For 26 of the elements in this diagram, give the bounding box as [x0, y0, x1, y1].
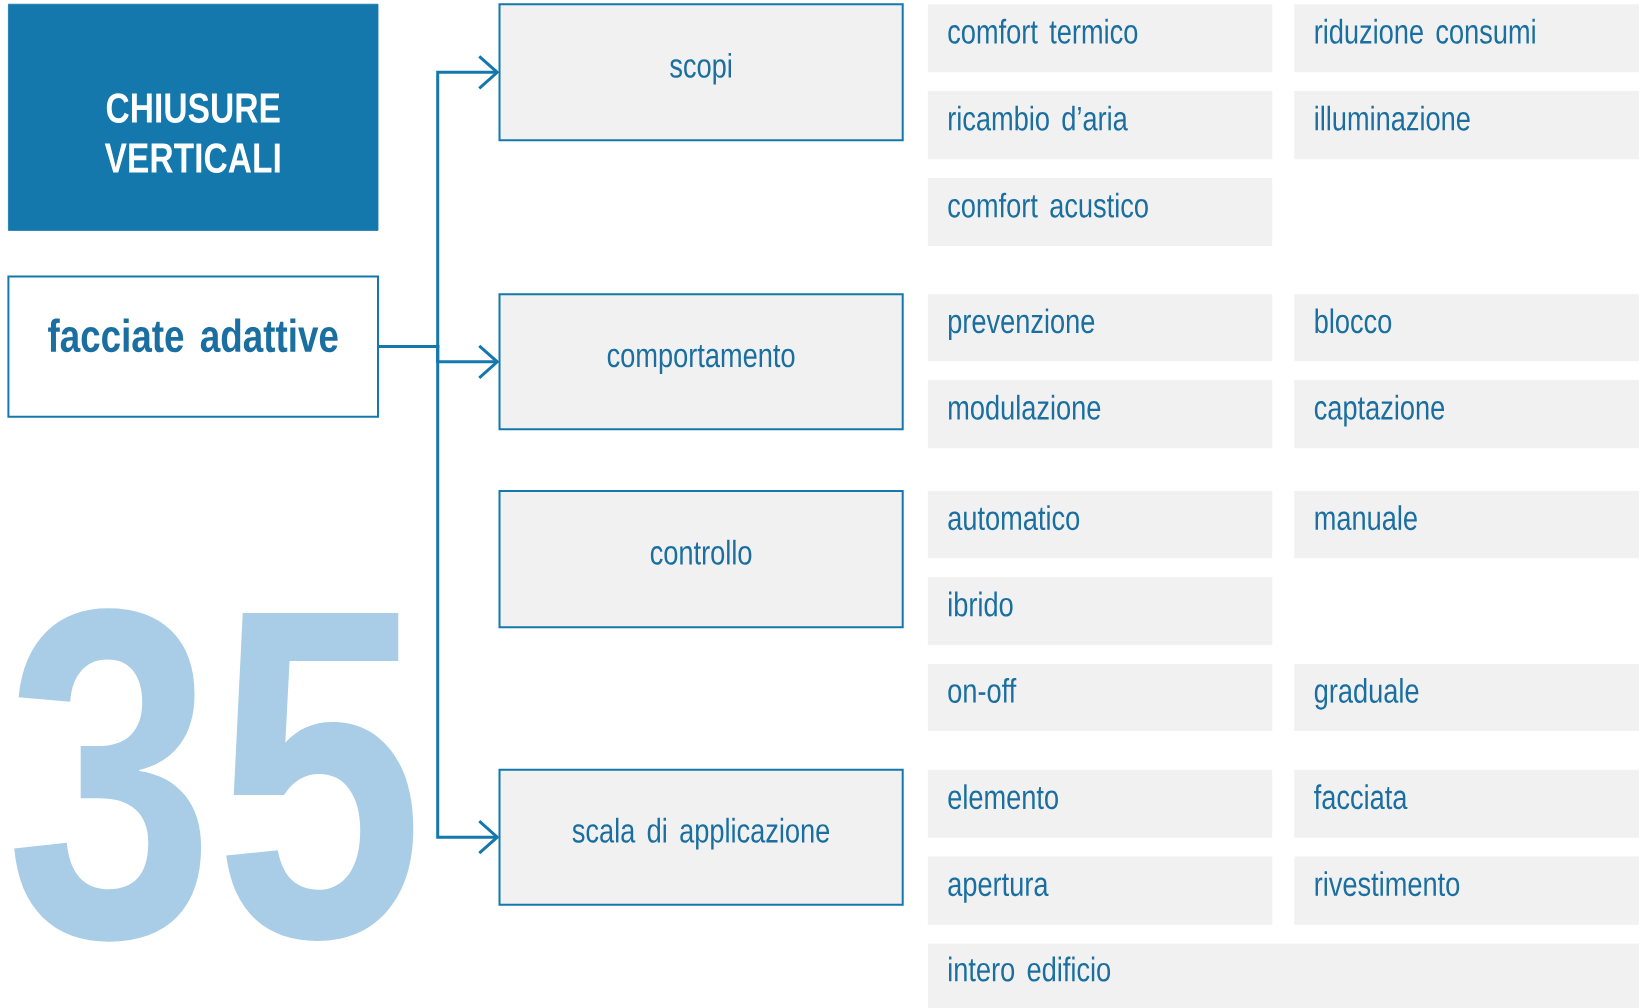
- title-box: CHIUSURE VERTICALI: [8, 3, 379, 231]
- subcategory-box: comportamento: [498, 293, 904, 431]
- option-box: ibrido: [927, 577, 1273, 646]
- option-box: prevenzione: [927, 294, 1273, 362]
- option-box: intero edificio: [927, 943, 1639, 1008]
- subcategory-box: scopi: [498, 3, 904, 142]
- option-box: riduzione consumi: [1294, 4, 1639, 73]
- option-box: automatico: [927, 491, 1273, 559]
- option-box: facciata: [1294, 769, 1639, 838]
- option-box: rivestimento: [1294, 856, 1639, 925]
- option-box: comfort termico: [927, 4, 1273, 73]
- option-box: comfort acustico: [927, 178, 1273, 247]
- option-box: on-off: [927, 663, 1273, 731]
- subcategory-box: scala di applicazione: [498, 768, 904, 906]
- option-box: elemento: [927, 769, 1273, 838]
- option-box: manuale: [1294, 491, 1639, 559]
- option-box: graduale: [1294, 663, 1639, 731]
- option-box: captazione: [1294, 380, 1639, 449]
- background-number: 35: [14, 608, 414, 942]
- option-box: blocco: [1294, 294, 1639, 362]
- subcategory-box: controllo: [498, 490, 904, 629]
- option-box: modulazione: [927, 380, 1273, 449]
- category-box: facciate adattive: [7, 275, 379, 418]
- option-box: ricambio d’aria: [927, 91, 1273, 160]
- option-box: illuminazione: [1294, 91, 1639, 160]
- option-box: apertura: [927, 856, 1273, 925]
